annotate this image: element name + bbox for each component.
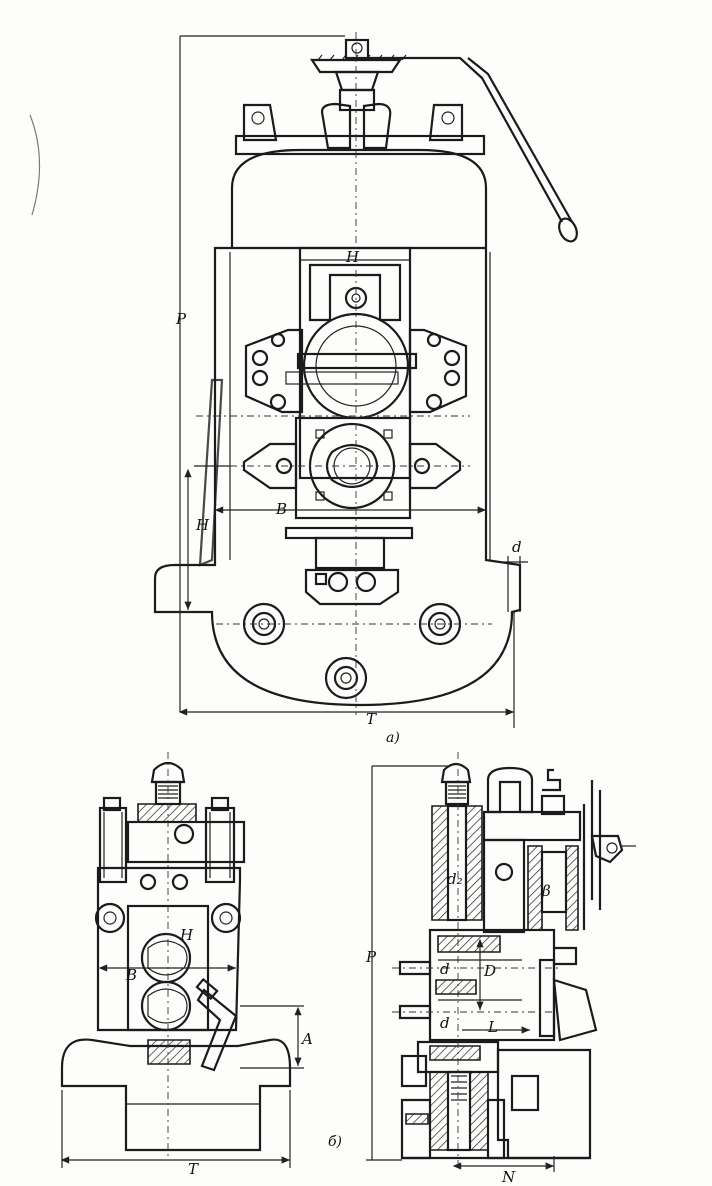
- lever-arm: [368, 56, 563, 223]
- label-b-B: B: [125, 966, 137, 984]
- figure-c-side-section: P d₂ β d D d L N: [365, 752, 636, 1186]
- caption-a: а): [386, 730, 400, 746]
- label-c-d-lower: d: [440, 1014, 450, 1032]
- label-H-top: H: [345, 248, 360, 266]
- top-clamps: [242, 102, 464, 150]
- handwheel-icon: [309, 38, 407, 112]
- caption-b: б): [328, 1134, 342, 1150]
- top-cap-plate: [234, 134, 486, 156]
- label-c-d-upper: d: [440, 960, 450, 978]
- label-b-T: T: [188, 1160, 199, 1178]
- label-P: P: [175, 310, 187, 328]
- label-c-d2: d₂: [447, 870, 463, 888]
- inner-slide: [285, 246, 418, 480]
- label-b-H: H: [179, 926, 194, 944]
- label-B: B: [275, 500, 287, 518]
- label-d: d: [512, 538, 522, 556]
- figure-b-front-view: H B A T б): [60, 752, 342, 1178]
- label-c-L: L: [487, 1018, 498, 1036]
- figure-a-front-view: P H H B d T а): [29, 32, 578, 746]
- label-b-A: A: [300, 1030, 313, 1048]
- label-c-beta: β: [541, 882, 551, 900]
- center-clamp: [242, 416, 462, 570]
- label-H-left: H: [195, 516, 210, 534]
- fixture-body-outline: [153, 148, 522, 707]
- label-c-N: N: [501, 1168, 516, 1186]
- label-c-D: D: [483, 962, 496, 980]
- label-T: T: [366, 710, 377, 728]
- side-jaws: [244, 328, 468, 414]
- lower-lug: [304, 568, 400, 606]
- base-bolts: [242, 602, 462, 700]
- label-c-P: P: [365, 948, 377, 966]
